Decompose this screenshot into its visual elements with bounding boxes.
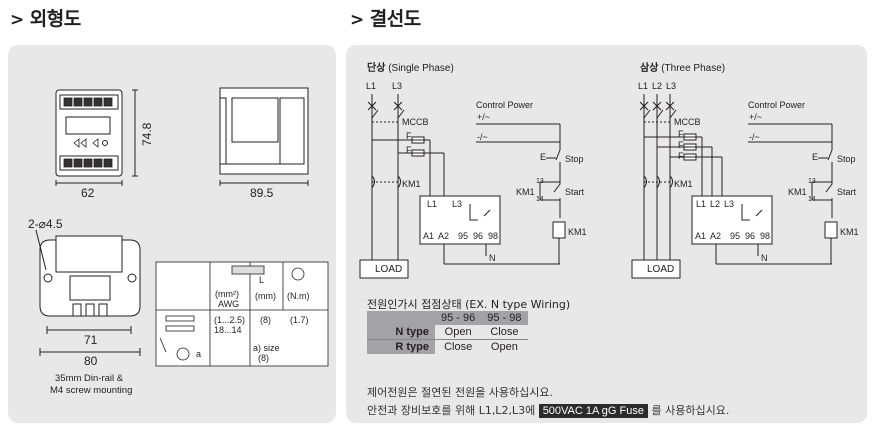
single-term-95: 95: [458, 231, 469, 241]
single-km1-coil: KM1: [568, 227, 587, 237]
three-load-label: LOAD: [647, 264, 675, 275]
single-n-label: N: [489, 253, 496, 263]
single-term-l3: L3: [452, 199, 463, 209]
three-f-label-1: F: [678, 129, 684, 139]
three-phase-diagram: [631, 94, 838, 279]
single-n14: 14: [536, 196, 544, 203]
single-load-label: LOAD: [375, 264, 403, 275]
chevron-right-icon: >: [350, 10, 364, 30]
single-term-98: 98: [488, 231, 499, 241]
single-mccb-label: MCCB: [402, 117, 429, 127]
single-km1-label: KM1: [402, 179, 421, 189]
side-view-drawing: [219, 87, 309, 186]
three-km1-aux: KM1: [788, 187, 807, 197]
three-n13: 13: [808, 178, 816, 185]
three-term-l1: L1: [696, 199, 707, 209]
three-term-96: 96: [745, 231, 756, 241]
table-row: N type Open Close: [367, 325, 528, 340]
three-phase-title: 삼상 (Three Phase): [640, 63, 726, 74]
dim-front-width: 62: [81, 186, 95, 200]
state-table-corner: [367, 311, 435, 325]
three-mccb-label: MCCB: [674, 117, 701, 127]
single-phase-diagram: [359, 94, 566, 279]
three-f-label-3: F: [678, 151, 684, 161]
front-view-drawing: [55, 89, 138, 186]
single-term-96: 96: [473, 231, 484, 241]
single-l1-label: L1: [366, 81, 377, 91]
dim-hole: 2-⌀4.5: [28, 217, 63, 231]
spec-nm-value: (1.7): [290, 315, 309, 325]
three-l2-label: L2: [652, 81, 663, 91]
mounting-view-drawing: [35, 229, 141, 356]
three-e-label: E: [812, 152, 819, 162]
single-term-a1: A1: [423, 231, 435, 241]
three-control-power: Control Power: [748, 100, 806, 110]
fuse-spec-badge: 500VAC 1A gG Fuse: [538, 404, 648, 418]
single-term-a2: A2: [438, 231, 450, 241]
wire-spec-table: [155, 261, 329, 367]
state-col-95-98: 95 - 98: [481, 311, 528, 325]
mount-note-1: 35mm Din-rail &: [55, 373, 124, 384]
dim-mount-inner: 71: [84, 333, 98, 347]
single-plus: +/~: [477, 112, 491, 122]
contact-state-table: 95 - 96 95 - 98 N type Open Close R type…: [367, 311, 528, 354]
spec-mm-value: (8): [260, 315, 271, 325]
single-n13: 13: [536, 178, 544, 185]
spec-size-value: (8): [258, 353, 269, 363]
three-km1-coil: KM1: [840, 227, 859, 237]
three-km1-label: KM1: [674, 179, 693, 189]
wiring-section-title: >결선도: [350, 8, 421, 30]
dim-mount-outer: 80: [84, 354, 98, 368]
single-stop-label: Stop: [565, 154, 584, 164]
single-e-label: E: [540, 152, 547, 162]
three-term-l2: L2: [710, 199, 721, 209]
three-f-label-2: F: [678, 140, 684, 150]
three-n14: 14: [808, 196, 816, 203]
single-phase-title: 단상 (Single Phase): [367, 63, 454, 74]
three-l1-label: L1: [638, 81, 649, 91]
three-term-l3: L3: [724, 199, 735, 209]
outline-section-title: >외형도: [10, 8, 81, 30]
three-n-label: N: [761, 253, 768, 263]
mount-note-2: M4 screw mounting: [50, 385, 133, 396]
spec-col-nm: (N.m): [287, 291, 310, 301]
single-f-label-1: F: [406, 131, 412, 141]
three-plus: +/~: [749, 112, 763, 122]
single-l3-label: L3: [392, 81, 403, 91]
three-term-95: 95: [730, 231, 741, 241]
spec-col-l: L: [259, 275, 265, 285]
spec-a-label: a: [196, 349, 202, 359]
spec-col-awg: AWG: [218, 299, 240, 309]
single-term-l1: L1: [427, 199, 438, 209]
spec-size-label: a) size: [253, 343, 280, 353]
state-table-caption: 전원인가시 접점상태 (EX. N type Wiring): [367, 298, 571, 311]
note-fuse: 안전과 장비보호를 위해 L1,L2,L3에 500VAC 1A gG Fuse…: [367, 404, 730, 418]
three-term-a2: A2: [710, 231, 722, 241]
single-f-label-2: F: [406, 145, 412, 155]
table-row: R type Close Open: [367, 339, 528, 354]
three-term-a1: A1: [695, 231, 707, 241]
single-control-power: Control Power: [476, 100, 534, 110]
three-term-98: 98: [760, 231, 771, 241]
spec-awg-value: (1...2.5): [214, 315, 246, 325]
note-insulated-power: 제어전원은 절연된 전원을 사용하십시요.: [367, 386, 554, 399]
single-minus: -/~: [477, 132, 488, 142]
state-col-95-96: 95 - 96: [435, 311, 482, 325]
single-start-label: Start: [565, 187, 585, 197]
three-l3-label: L3: [666, 81, 677, 91]
three-start-label: Start: [837, 187, 857, 197]
spec-col-mm2: (mm²): [215, 289, 239, 299]
three-stop-label: Stop: [837, 154, 856, 164]
dim-side-depth: 89.5: [250, 186, 274, 200]
spec-awg-value-2: 18...14: [214, 325, 242, 335]
spec-col-mm: (mm): [255, 291, 276, 301]
chevron-right-icon: >: [10, 10, 24, 30]
three-minus: -/~: [749, 132, 760, 142]
single-km1-aux: KM1: [516, 187, 535, 197]
